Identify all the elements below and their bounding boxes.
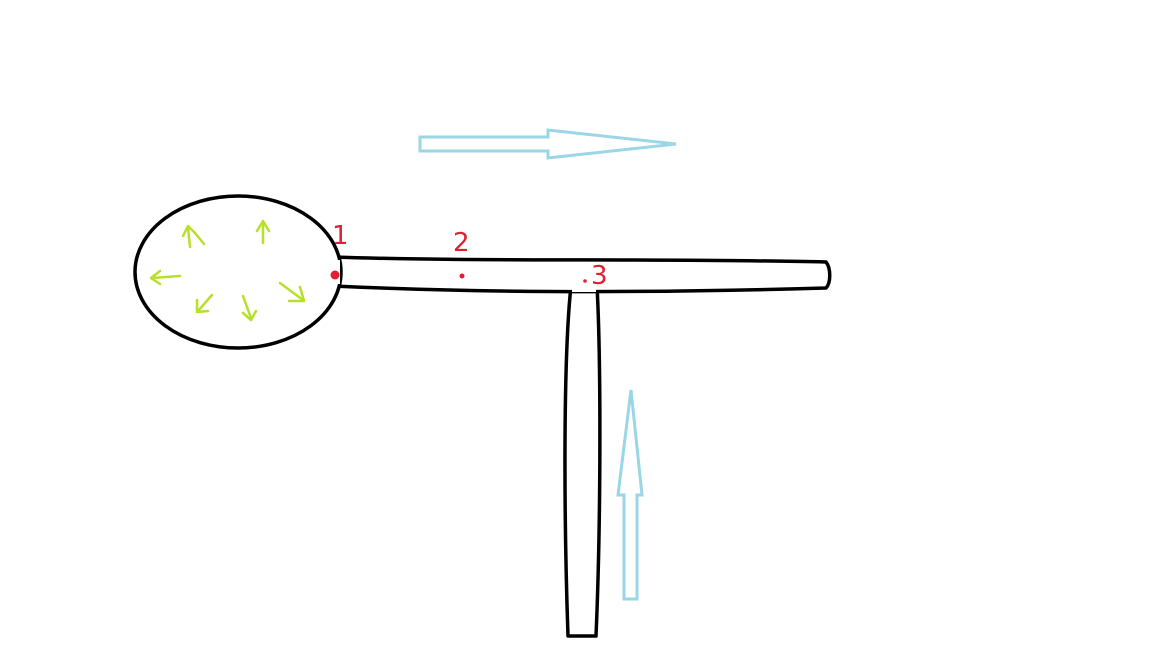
swirl-icon <box>181 224 206 249</box>
horizontal-main-pipe <box>331 255 832 294</box>
swirl-icon <box>149 269 182 286</box>
swirl-icon <box>241 294 258 322</box>
point-3-marker <box>583 279 587 283</box>
point-2-label: 2 <box>453 228 470 258</box>
swirl-icon <box>255 219 271 245</box>
vertical-branch-pipe <box>563 284 602 638</box>
swirl-arrows <box>149 219 306 322</box>
point-1-marker <box>330 270 340 280</box>
point-2-marker <box>459 273 465 279</box>
arrow-right-icon <box>418 128 677 160</box>
point-3-label: 3 <box>591 261 608 291</box>
point-1-label: 1 <box>332 221 349 251</box>
arrow-up-icon <box>616 389 644 601</box>
junction-seam-cover <box>572 286 596 292</box>
swirl-icon <box>278 281 306 303</box>
swirl-icon <box>195 293 214 314</box>
circular-chamber <box>133 194 343 350</box>
